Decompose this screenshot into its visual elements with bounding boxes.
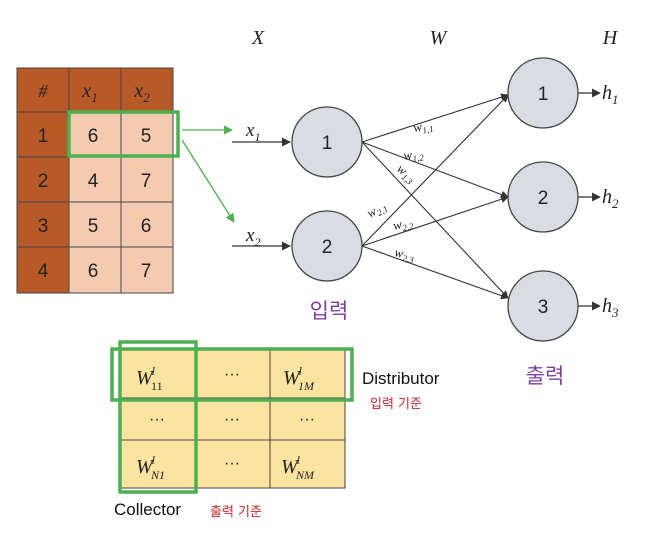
input-caption: 입력 [310,299,349,323]
weight-layer-label: W [430,27,449,49]
output-node: 2 [507,161,579,233]
output-layer-label: H [602,27,619,49]
svg-text:3: 3 [538,297,549,318]
matrix-ellipsis: ··· [149,411,165,428]
output-caption: 출력 [526,364,565,388]
table-cell-index: 1 [38,126,49,147]
table-row: 1 6 5 [16,111,174,158]
output-h1-label: h1 [602,82,619,107]
table-cell-value: 6 [88,261,99,282]
input-table: # x1 x2 1 6 5 2 4 7 3 5 6 [16,67,180,294]
table-cell-index: 2 [38,171,49,192]
weight-edge-2-1 [361,94,509,247]
weight-edge-1-1 [361,93,509,143]
weight-label-2-1: w2,1 [364,198,390,223]
input-x1-label: x1 [245,120,260,144]
matrix-ellipsis: ··· [299,411,315,428]
table-cell-value: 6 [141,216,152,237]
input-layer-label: X [251,27,265,49]
distributor-note: 입력 기준 [370,397,422,412]
table-cell-value: 7 [141,171,152,192]
matrix-ellipsis: ··· [224,411,240,428]
weight-edge-2-3 [361,245,509,300]
table-cell-value: 5 [88,216,99,237]
table-row: 3 5 6 [16,201,174,248]
input-node: 2 [291,210,363,282]
weight-label-1-3: w1,3 [393,161,420,187]
table-header-cell [68,67,122,113]
svg-text:2: 2 [322,237,333,258]
weight-edge-2-2 [361,195,509,247]
collector-note: 출력 기준 [210,505,262,520]
weight-label-2-2: w2,2 [392,214,416,235]
weight-label-1-1: w1,1 [412,117,435,137]
svg-text:1: 1 [538,84,549,105]
weight-edge-1-2 [361,141,509,199]
table-header-cell [16,67,70,113]
table-cell-value: 6 [88,126,99,147]
output-h3-label: h3 [602,295,619,320]
weight-label-2-3: w2,3 [393,244,417,265]
matrix-ellipsis: ··· [224,455,240,472]
distributor-label: Distributor [362,369,440,388]
table-row: 2 4 7 [16,156,174,203]
collector-highlight [118,340,198,494]
green-arrow-to-x2 [181,139,235,223]
svg-text:1: 1 [322,133,333,154]
output-h2-label: h2 [602,186,619,211]
table-cell-index: 3 [38,216,49,237]
table-cell-index: 4 [38,261,49,282]
table-cell-value: 4 [88,171,99,192]
input-node: 1 [291,106,363,178]
table-cell-value: 7 [141,261,152,282]
table-header-x2: x2 [133,80,150,105]
weight-edge-1-3 [361,141,509,299]
collector-label: Collector [114,500,181,519]
output-node: 1 [507,57,579,129]
matrix-ellipsis: ··· [224,366,240,383]
table-header-x1: x1 [81,80,97,105]
output-node: 3 [507,270,579,342]
svg-text:2: 2 [538,188,549,209]
table-header-index: # [39,81,49,101]
table-cell-value: 5 [141,126,152,147]
row-highlight-box [67,110,180,158]
distributor-highlight [110,347,354,402]
input-x2-label: x2 [245,225,260,249]
weight-label-1-2: w1,2 [402,145,425,165]
table-header-cell [120,67,174,113]
table-row: 4 6 7 [16,246,174,294]
